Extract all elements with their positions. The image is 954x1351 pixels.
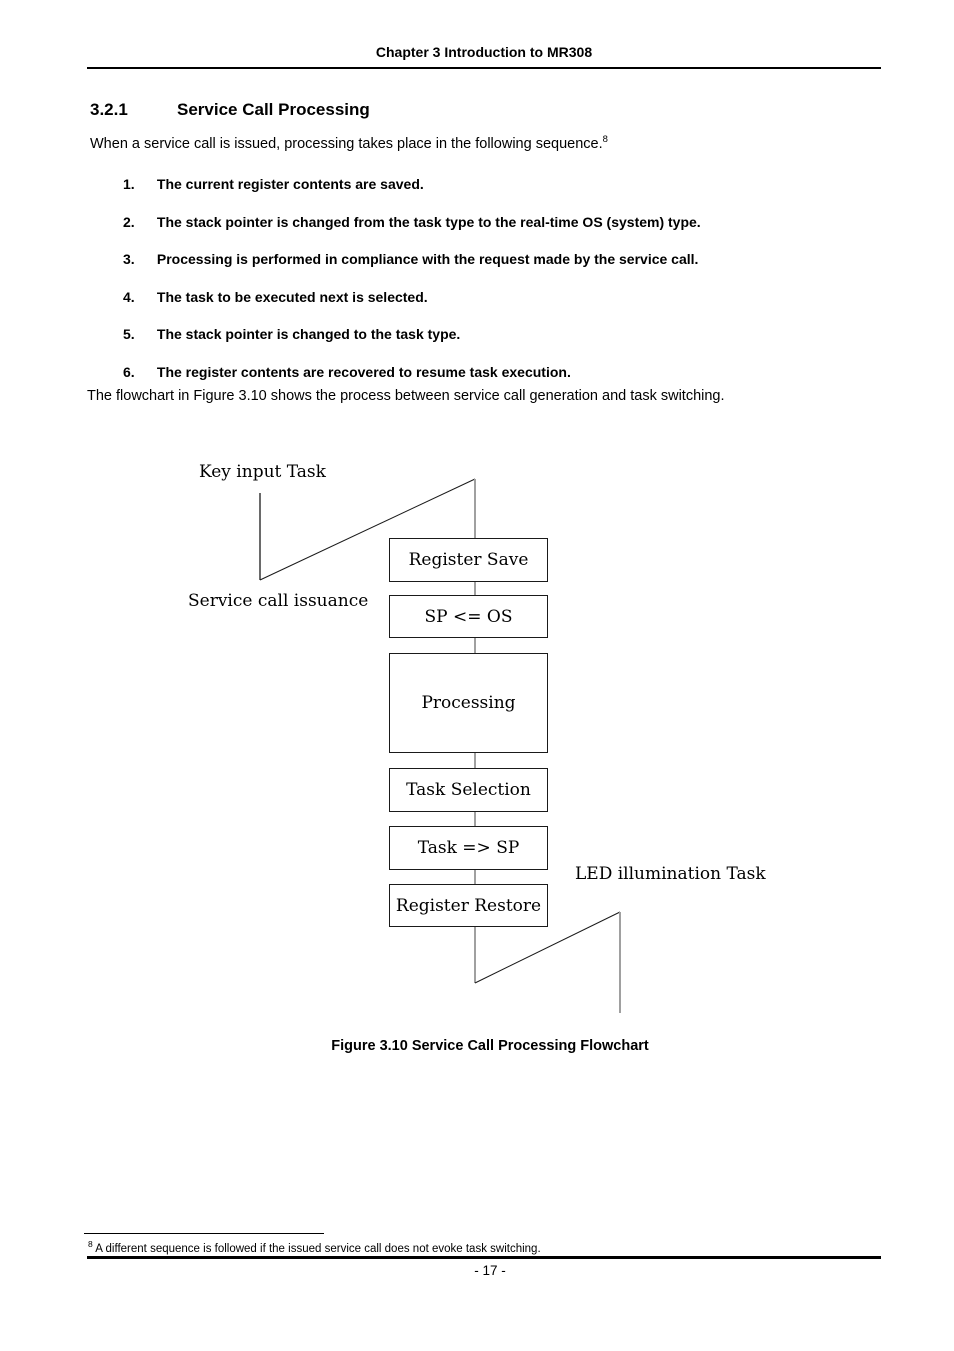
list-item-text: The current register contents are saved. <box>156 176 424 192</box>
flowchart-box-task-to-sp: Task => SP <box>389 826 548 870</box>
list-item-text: Processing is performed in compliance wi… <box>156 251 699 267</box>
list-item-number: 6. <box>123 364 135 380</box>
section-number: 3.2.1 <box>90 100 128 119</box>
list-item-number: 1. <box>123 176 135 192</box>
footnote-separator <box>84 1233 324 1234</box>
service-call-issuance-label: Service call issuance <box>188 591 369 611</box>
flowchart-box-processing: Processing <box>389 653 548 753</box>
key-input-task-label: Key input Task <box>199 462 326 482</box>
list-item-text: The register contents are recovered to r… <box>156 364 571 380</box>
bottom-rule <box>87 1256 881 1259</box>
flowchart-box-sp-to-os: SP <= OS <box>389 595 548 638</box>
figure-caption: Figure 3.10 Service Call Processing Flow… <box>331 1038 649 1054</box>
list-item-number: 4. <box>123 289 135 305</box>
list-item-text: The stack pointer is changed to the task… <box>156 326 461 342</box>
footnote-reference: 8 <box>602 134 608 145</box>
list-item: 5. The stack pointer is changed to the t… <box>123 326 460 342</box>
list-item: 2. The stack pointer is changed from the… <box>123 214 701 230</box>
figure-reference-paragraph: The flowchart in Figure 3.10 shows the p… <box>87 388 725 404</box>
list-item: 1. The current register contents are sav… <box>123 176 424 192</box>
service-call-diagonal <box>259 478 476 581</box>
page-header-title: Chapter 3 Introduction to MR308 <box>375 44 593 60</box>
led-illumination-task-label: LED illumination Task <box>575 864 766 884</box>
task-switch-diagonal <box>474 911 621 984</box>
flowchart-box-register-save: Register Save <box>389 538 548 582</box>
section-heading: 3.2.1 Service Call Processing <box>90 100 370 120</box>
list-item-number: 5. <box>123 326 135 342</box>
list-item-text: The task to be executed next is selected… <box>156 289 428 305</box>
page-number: - 17 - <box>474 1263 506 1278</box>
list-item: 3. Processing is performed in compliance… <box>123 251 698 267</box>
list-item: 6. The register contents are recovered t… <box>123 364 571 380</box>
header-rule <box>87 67 881 69</box>
footnote: 8 A different sequence is followed if th… <box>88 1239 541 1255</box>
flowchart-lines <box>259 478 621 1013</box>
section-title: Service Call Processing <box>177 100 370 119</box>
list-item-number: 3. <box>123 251 135 267</box>
list-item: 4. The task to be executed next is selec… <box>123 289 428 305</box>
footnote-number: 8 <box>88 1239 93 1249</box>
intro-paragraph: When a service call is issued, processin… <box>90 134 608 152</box>
list-item-text: The stack pointer is changed from the ta… <box>156 214 701 230</box>
list-item-number: 2. <box>123 214 135 230</box>
flowchart-box-task-selection: Task Selection <box>389 768 548 812</box>
intro-text: When a service call is issued, processin… <box>90 135 603 152</box>
flowchart-box-register-restore: Register Restore <box>389 884 548 927</box>
footnote-text: A different sequence is followed if the … <box>95 1242 541 1255</box>
